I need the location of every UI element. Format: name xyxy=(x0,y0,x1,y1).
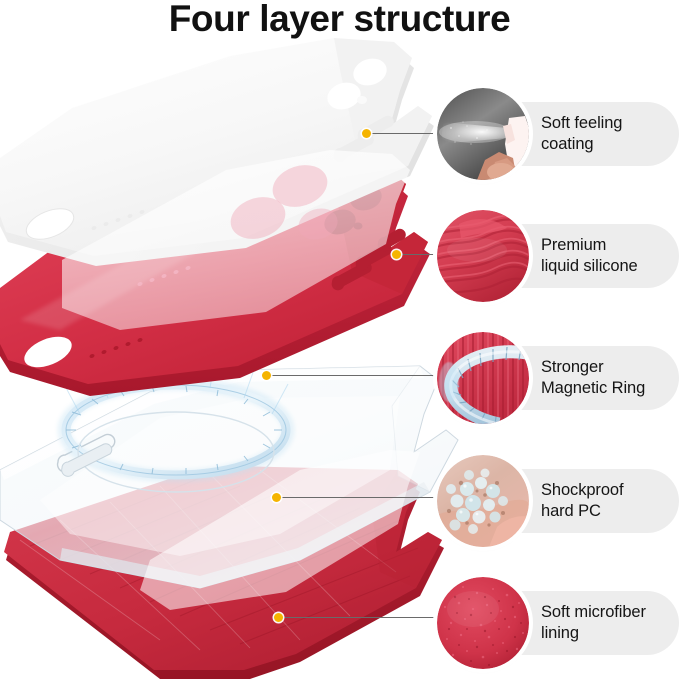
callout-line-2: Magnetic Ring xyxy=(541,379,646,397)
page-title: Four layer structure xyxy=(168,0,511,39)
marker-dot-soft-feeling-coating xyxy=(362,129,371,138)
connector-line-1 xyxy=(367,133,443,134)
marker-dot-stronger-magnetic-ring xyxy=(262,371,271,380)
callout-line-2: hard PC xyxy=(541,502,601,520)
connector-line-2 xyxy=(397,254,443,255)
marker-dot-premium-liquid-silicone xyxy=(392,250,401,259)
microfiber-texture-icon xyxy=(437,577,529,669)
callout-label: Stronger Magnetic Ring xyxy=(483,357,655,399)
callout-line-2: coating xyxy=(541,135,594,153)
callout-label: Shockproof hard PC xyxy=(483,480,633,522)
magnetic-ring-icon xyxy=(437,332,529,424)
callout-line-2: lining xyxy=(541,624,579,642)
callout-line-1: Shockproof xyxy=(541,481,624,499)
callout-line-1: Premium xyxy=(541,236,607,254)
callout-label: Premium liquid silicone xyxy=(483,235,648,277)
lower-film-overlay xyxy=(140,450,420,610)
spray-coating-icon xyxy=(437,88,529,180)
marker-dot-shockproof-hard-pc xyxy=(272,493,281,502)
callout-label: Soft feeling coating xyxy=(483,113,632,155)
silicone-texture-icon xyxy=(437,210,529,302)
callout-line-1: Stronger xyxy=(541,358,604,376)
callout-line-1: Soft microfiber xyxy=(541,603,646,621)
pc-pellets-icon xyxy=(437,455,529,547)
callout-line-2: liquid silicone xyxy=(541,257,638,275)
callout-line-1: Soft feeling xyxy=(541,114,623,132)
coating-film-overlay xyxy=(62,150,410,330)
marker-dot-soft-microfiber-lining xyxy=(274,613,283,622)
connector-line-4 xyxy=(277,497,443,498)
connector-line-5 xyxy=(279,617,443,618)
callout-label: Soft microfiber lining xyxy=(483,602,656,644)
connector-line-3 xyxy=(267,375,443,376)
